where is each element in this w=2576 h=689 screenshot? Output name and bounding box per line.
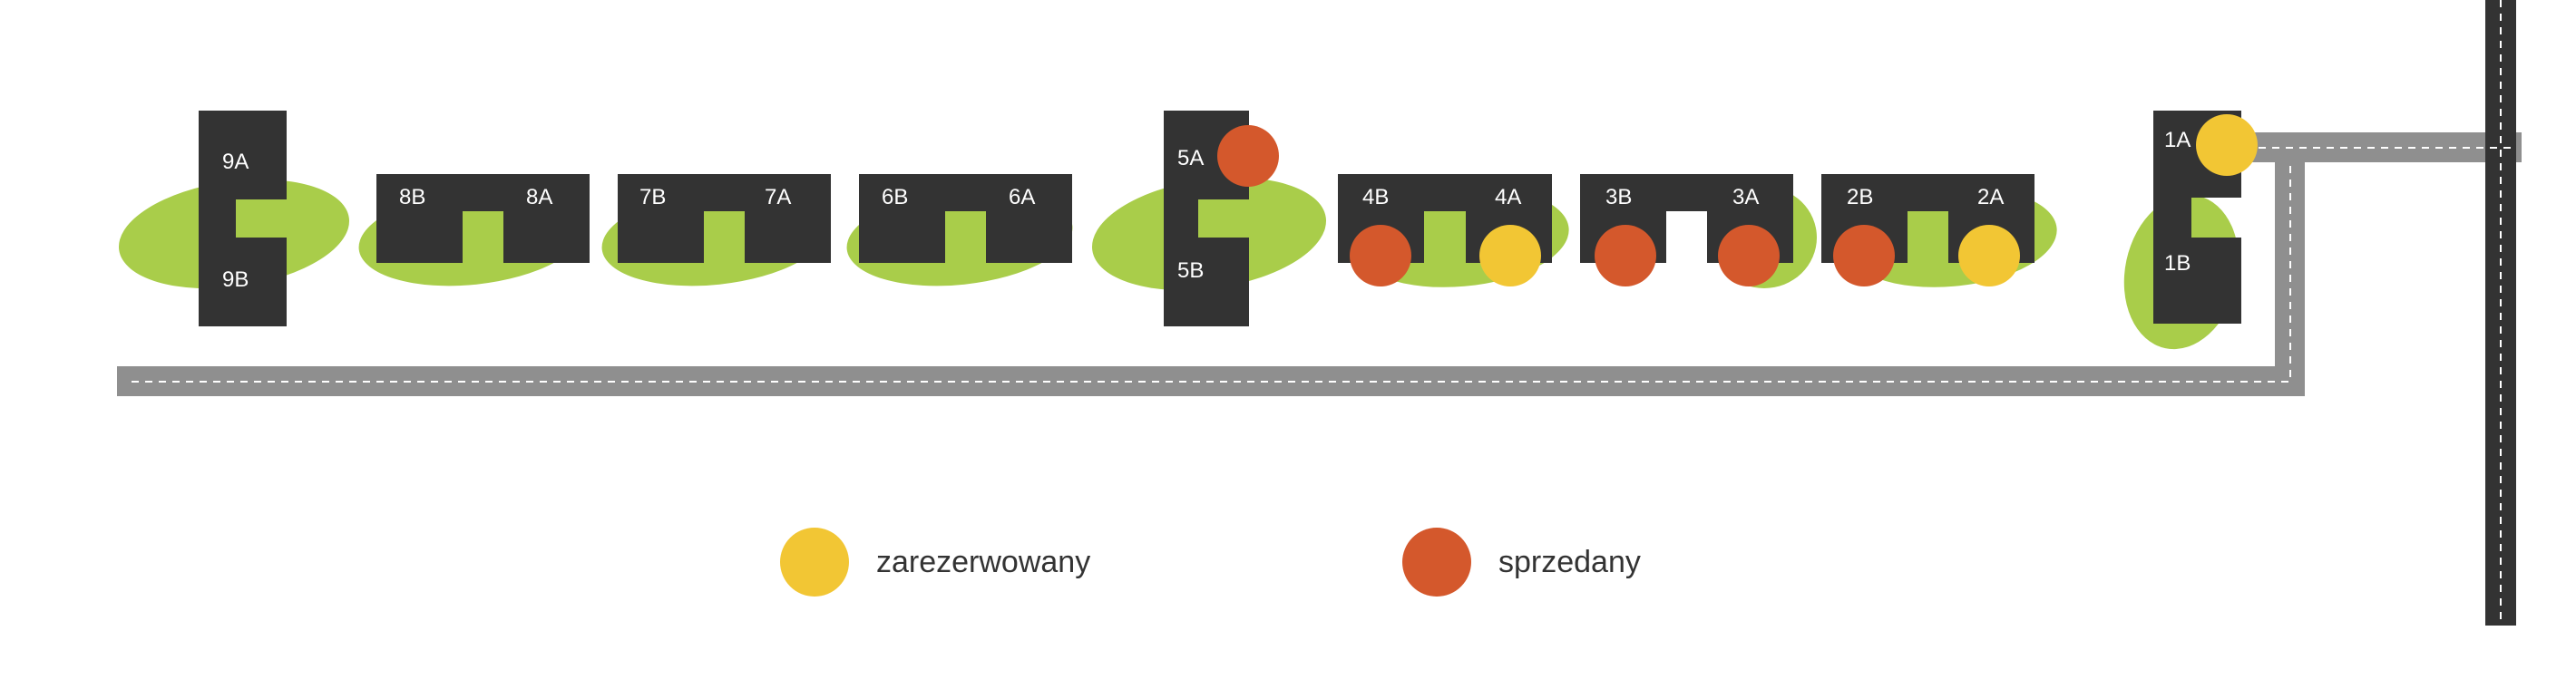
building-8 <box>376 174 590 263</box>
status-marker-3B[interactable] <box>1595 225 1656 286</box>
unit-label-8A[interactable]: 8A <box>526 185 552 209</box>
building-9 <box>199 111 287 326</box>
unit-label-2B[interactable]: 2B <box>1847 185 1873 209</box>
unit-label-3A[interactable]: 3A <box>1732 185 1759 209</box>
status-marker-1A[interactable] <box>2196 114 2258 176</box>
status-markers-layer <box>1217 114 2258 286</box>
unit-label-2A[interactable]: 2A <box>1977 185 2004 209</box>
unit-label-1B[interactable]: 1B <box>2164 251 2191 276</box>
unit-label-6A[interactable]: 6A <box>1009 185 1035 209</box>
unit-label-5A[interactable]: 5A <box>1177 146 1204 170</box>
legend-reserved-label: zarezerwowany <box>876 544 1091 579</box>
greenery-patch <box>1091 177 1327 291</box>
legend-item-reserved: zarezerwowany <box>780 528 1090 597</box>
road-centerline <box>132 0 2514 626</box>
sold-dot-icon <box>1402 528 1471 597</box>
unit-label-4B[interactable]: 4B <box>1362 185 1389 209</box>
unit-label-7A[interactable]: 7A <box>765 185 791 209</box>
legend-sold-label: sprzedany <box>1498 544 1641 579</box>
unit-label-5B[interactable]: 5B <box>1177 258 1204 283</box>
unit-label-1A[interactable]: 1A <box>2164 128 2191 152</box>
unit-labels-layer: 9A 9B 8B 8A 7B 7A 6B 6A 5A 5B 4B 4A 3B 3… <box>222 128 2191 292</box>
unit-label-9A[interactable]: 9A <box>222 150 249 174</box>
unit-label-9B[interactable]: 9B <box>222 267 249 292</box>
status-marker-4A[interactable] <box>1479 225 1541 286</box>
status-marker-2B[interactable] <box>1833 225 1895 286</box>
unit-label-3B[interactable]: 3B <box>1605 185 1632 209</box>
building-7 <box>618 174 831 263</box>
unit-label-4A[interactable]: 4A <box>1495 185 1521 209</box>
status-marker-2A[interactable] <box>1958 225 2020 286</box>
reserved-dot-icon <box>780 528 849 597</box>
building-6 <box>859 174 1072 263</box>
status-marker-3A[interactable] <box>1718 225 1780 286</box>
status-marker-4B[interactable] <box>1350 225 1411 286</box>
legend-item-sold: sprzedany <box>1402 528 1641 597</box>
unit-label-7B[interactable]: 7B <box>639 185 666 209</box>
unit-label-8B[interactable]: 8B <box>399 185 425 209</box>
status-marker-5A[interactable] <box>1217 125 1279 187</box>
road-network <box>117 0 2522 626</box>
unit-label-6B[interactable]: 6B <box>882 185 908 209</box>
